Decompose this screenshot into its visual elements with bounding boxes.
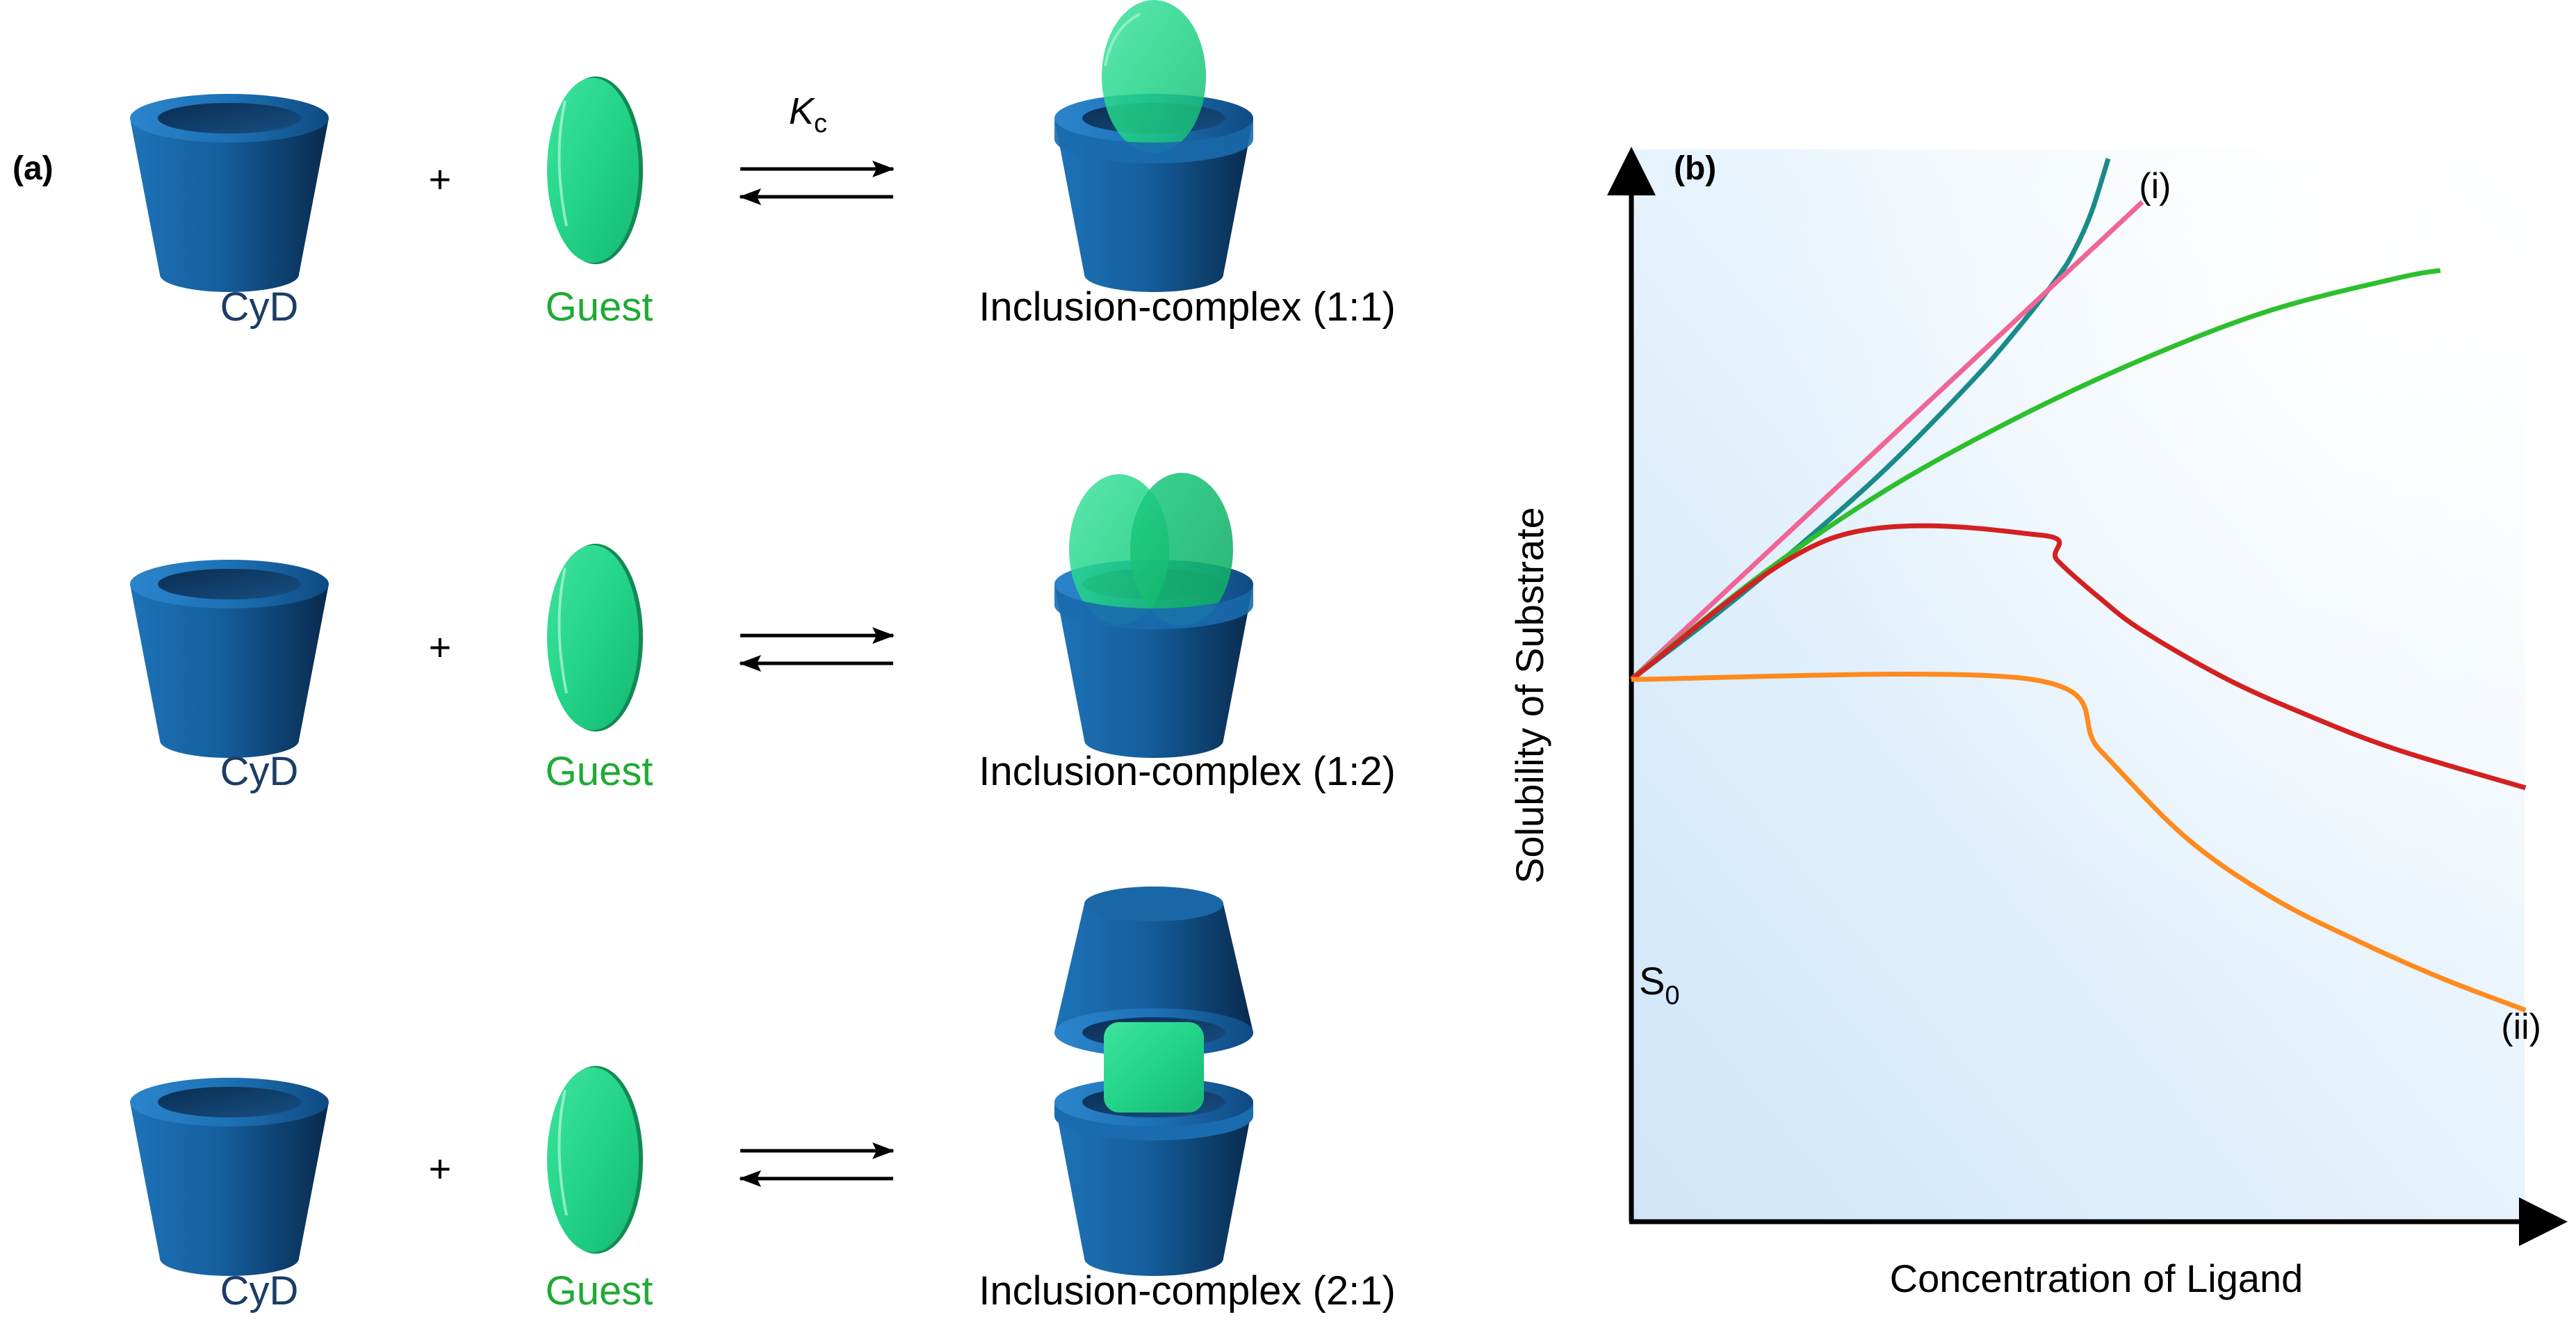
product-label-1: Inclusion-complex (1:1) [979,284,1396,330]
plus-sign: + [429,1147,452,1190]
y-axis-title: Solubility of Substrate [1508,507,1551,884]
guest-disc-icon [546,542,644,733]
product-label-3: Inclusion-complex (2:1) [979,1268,1396,1313]
guest-disc-icon [546,1065,644,1255]
equilibrium-constant: Kc [789,90,827,138]
cyd-cup-icon [130,1078,329,1276]
guest-label: Guest [546,1268,653,1313]
series-layer [1629,158,2527,1013]
cyd-cup-icon [130,560,329,758]
cyd-label: CyD [220,749,299,794]
series-line-5 [1631,671,2527,1013]
equilibrium-arrows-icon [739,161,895,205]
complex-1-1-icon [1054,0,1253,292]
complex-2-1-icon [1054,887,1253,1276]
phase-solubility-chart: (b) (i) (ii) S0 Concentration of Ligand … [1508,147,2568,1300]
row-1: + Kc CyD Guest Inclusion-complex (1:1) [130,0,1396,330]
plus-sign: + [429,157,452,201]
guest-label: Guest [546,284,653,330]
cyd-label: CyD [220,284,299,330]
guest-label: Guest [546,749,653,794]
series-line-2 [1629,200,2144,681]
curve-label-ii: (ii) [2501,1007,2541,1047]
complex-1-2-icon [1054,473,1253,758]
equilibrium-arrows-icon [739,627,895,672]
product-label-2: Inclusion-complex (1:2) [979,749,1396,794]
plus-sign: + [429,625,452,669]
panel-a-label: (a) [13,150,54,187]
equilibrium-arrows-icon [739,1142,895,1187]
series-line-4 [1629,523,2527,791]
x-axis-title: Concentration of Ligand [1890,1256,2304,1300]
panel-b-label: (b) [1674,150,1716,187]
row-3: + CyD Guest Inclusion-complex (2:1) [130,887,1396,1313]
cyd-label: CyD [220,1268,299,1313]
guest-disc-icon [546,75,644,266]
s0-label: S0 [1639,959,1680,1010]
cyd-cup-icon [130,94,329,292]
row-2: + CyD Guest Inclusion-complex (1:2) [130,473,1396,794]
curve-label-i: (i) [2139,166,2171,207]
